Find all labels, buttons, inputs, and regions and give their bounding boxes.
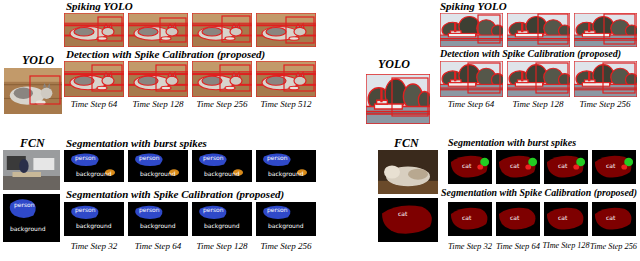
panel-title: Segmentation with burst spikes xyxy=(448,137,576,148)
class-label: person xyxy=(203,207,224,214)
time-step-label: Time Step 64 xyxy=(135,242,182,252)
time-step-label: Time Step 128 xyxy=(197,242,248,252)
panel-title: Spiking YOLO xyxy=(66,0,133,12)
time-step-label: Time Step 128 xyxy=(513,100,564,110)
class-label: background xyxy=(268,223,304,230)
model-label: YOLO xyxy=(378,58,410,71)
class-label: cat xyxy=(462,163,471,170)
class-label: background xyxy=(204,223,240,230)
class-label: person xyxy=(203,155,224,162)
class-label: cat xyxy=(510,215,519,222)
class-label: background xyxy=(140,223,176,230)
class-label: person xyxy=(139,207,160,214)
time-step-label: Time Step 256 xyxy=(580,100,631,110)
time-step-label: Time Step 128 xyxy=(133,100,184,110)
time-step-label: Time Step 256 xyxy=(590,242,637,251)
panel-title: Segmentation with Spike Calibration (pro… xyxy=(66,188,284,200)
class-label: cat xyxy=(606,163,615,170)
time-step-label: Time Step 256 xyxy=(261,242,312,252)
panel-title: Detection with Spike Calibration (propos… xyxy=(440,48,621,59)
time-step-label: Time Step 64 xyxy=(496,242,540,251)
class-label: person xyxy=(267,207,288,214)
time-step-label: Time Step 64 xyxy=(71,100,118,110)
class-label: background xyxy=(10,226,46,233)
time-step-label: Time Step 512 xyxy=(261,100,312,110)
class-label: cat xyxy=(462,215,471,222)
class-label: background xyxy=(76,223,112,230)
model-label: FCN xyxy=(20,137,45,150)
time-step-label: Time Step 64 xyxy=(448,100,495,110)
panel-title: Detection with Spike Calibration (propos… xyxy=(66,48,265,60)
class-label: cat xyxy=(558,163,567,170)
class-label: background xyxy=(268,171,304,178)
model-label: YOLO xyxy=(22,54,54,67)
panel-title: Spiking YOLO xyxy=(440,0,507,12)
class-label: cat xyxy=(606,215,615,222)
class-label: person xyxy=(139,155,160,162)
time-step-label: Time Step 32 xyxy=(71,242,118,252)
panel-title: Segmentation with Spike Calibration (pro… xyxy=(441,188,637,199)
class-label: cat xyxy=(510,163,519,170)
time-step-label: TIme Step 128 xyxy=(543,242,590,251)
model-label: FCN xyxy=(394,137,419,150)
class-label: background xyxy=(140,171,176,178)
panel-title: Segmentation with burst spikes xyxy=(66,137,207,149)
class-label: cat xyxy=(558,215,567,222)
class-label: person xyxy=(75,207,96,214)
class-label: person xyxy=(14,202,35,209)
time-step-label: Time Step 32 xyxy=(448,242,492,251)
class-label: cat xyxy=(398,211,407,218)
class-label: background xyxy=(76,171,112,178)
class-label: background xyxy=(204,171,240,178)
class-label: person xyxy=(267,155,288,162)
time-step-label: Time Step 256 xyxy=(197,100,248,110)
class-label: person xyxy=(75,155,96,162)
